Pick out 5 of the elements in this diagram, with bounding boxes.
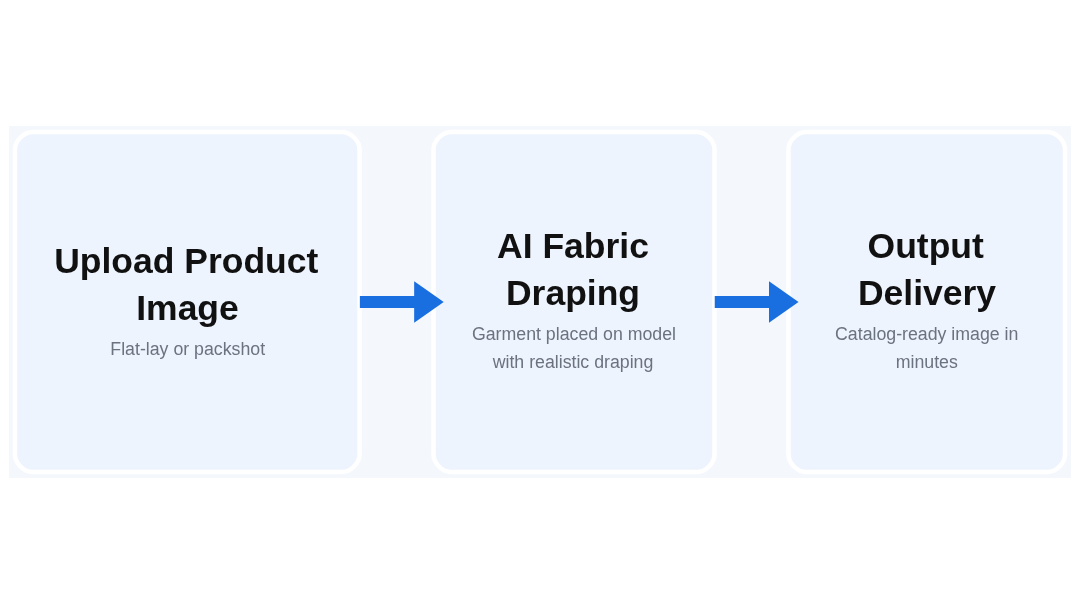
arrow [714, 280, 799, 323]
node-box: AI Fabric Draping Garment placed on model with realistic draping [431, 129, 717, 474]
node-box: Upload Product Image Flat-lay or packshot [12, 129, 362, 474]
arrow [359, 280, 444, 323]
node-box: Output Delivery Catalog-ready image in minutes [786, 129, 1068, 474]
